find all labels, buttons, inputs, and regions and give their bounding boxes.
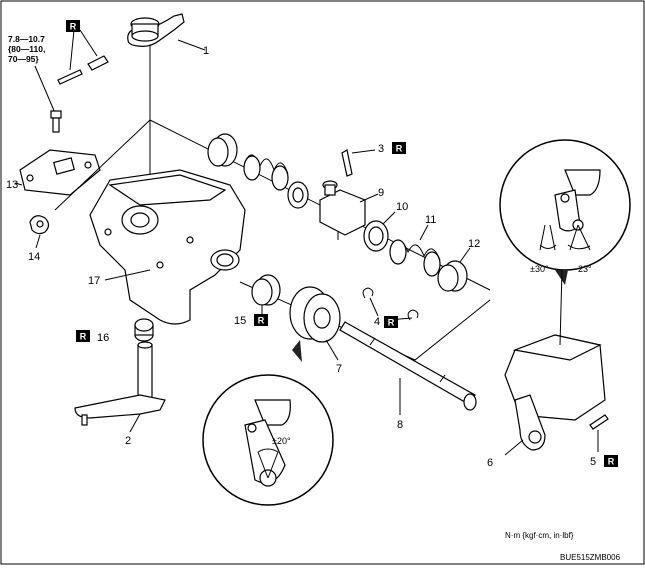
callout-12: 12 <box>468 238 480 250</box>
bracket-pin <box>589 414 609 452</box>
callout-4: 4 <box>374 316 380 328</box>
callout-10: 10 <box>396 201 408 213</box>
spring-seat <box>287 181 309 209</box>
callout-8: 8 <box>397 419 403 431</box>
bushing <box>437 247 471 292</box>
svg-text:R: R <box>70 22 77 32</box>
angle-label-bottom: ±20° <box>272 436 291 446</box>
callout-2: 2 <box>125 435 131 447</box>
callout-14: 14 <box>28 251 40 263</box>
callout-9: 9 <box>378 187 384 199</box>
spring-clip <box>29 215 50 249</box>
detail-view-bottom <box>202 340 334 506</box>
seal-ring <box>207 133 238 167</box>
svg-text:R: R <box>388 318 395 328</box>
replace-badge: R <box>76 330 90 342</box>
spring <box>389 224 441 277</box>
angle-label-right: 23° <box>578 264 592 274</box>
pin <box>341 149 376 177</box>
small-bushing <box>251 274 281 316</box>
detail-view-top <box>499 139 631 346</box>
replace-badge: R <box>604 455 618 467</box>
svg-text:R: R <box>608 457 615 467</box>
shift-housing <box>89 169 246 325</box>
torque-line-3: 70—95} <box>8 54 39 64</box>
callout-16: 16 <box>97 332 109 344</box>
torque-line-2: {80—110, <box>8 44 45 54</box>
replace-badge: R <box>254 314 268 326</box>
lower-shift-lever <box>74 341 166 433</box>
collar <box>134 318 154 342</box>
replace-badge: R <box>66 20 80 32</box>
callout-5: 5 <box>590 456 596 468</box>
replace-badge: R <box>384 316 398 328</box>
callout-7: 7 <box>336 363 342 375</box>
selector-wheel <box>289 286 341 361</box>
bolt <box>50 110 62 133</box>
callout-3: 3 <box>378 143 384 155</box>
callout-17: 17 <box>88 275 100 287</box>
svg-text:R: R <box>80 332 87 342</box>
upper-spring <box>243 154 289 191</box>
callout-15: 15 <box>234 315 246 327</box>
torque-spec: 7.8—10.7 {80—110, 70—95} <box>8 34 56 114</box>
ring <box>363 211 396 252</box>
svg-text:R: R <box>258 316 265 326</box>
circlips <box>362 287 419 321</box>
svg-text:R: R <box>396 144 403 154</box>
shift-block <box>319 180 379 240</box>
callout-1: 1 <box>203 45 209 57</box>
callout-11: 11 <box>425 214 436 226</box>
figure-code: BUE515ZMB006 <box>560 553 621 562</box>
callout-6: 6 <box>487 457 493 469</box>
bracket-assembly <box>504 334 606 456</box>
torque-line-1: 7.8—10.7 <box>8 34 45 44</box>
roll-pins <box>57 29 109 85</box>
angle-label-left: ±30° <box>530 264 549 274</box>
shift-shaft <box>339 321 477 415</box>
callout-13: 13 <box>6 179 18 191</box>
units-note: N·m {kgf·cm, in·lbf} <box>505 531 574 540</box>
replace-badge: R <box>392 142 406 154</box>
top-shift-lever <box>127 13 206 240</box>
cover-plate <box>14 149 101 196</box>
